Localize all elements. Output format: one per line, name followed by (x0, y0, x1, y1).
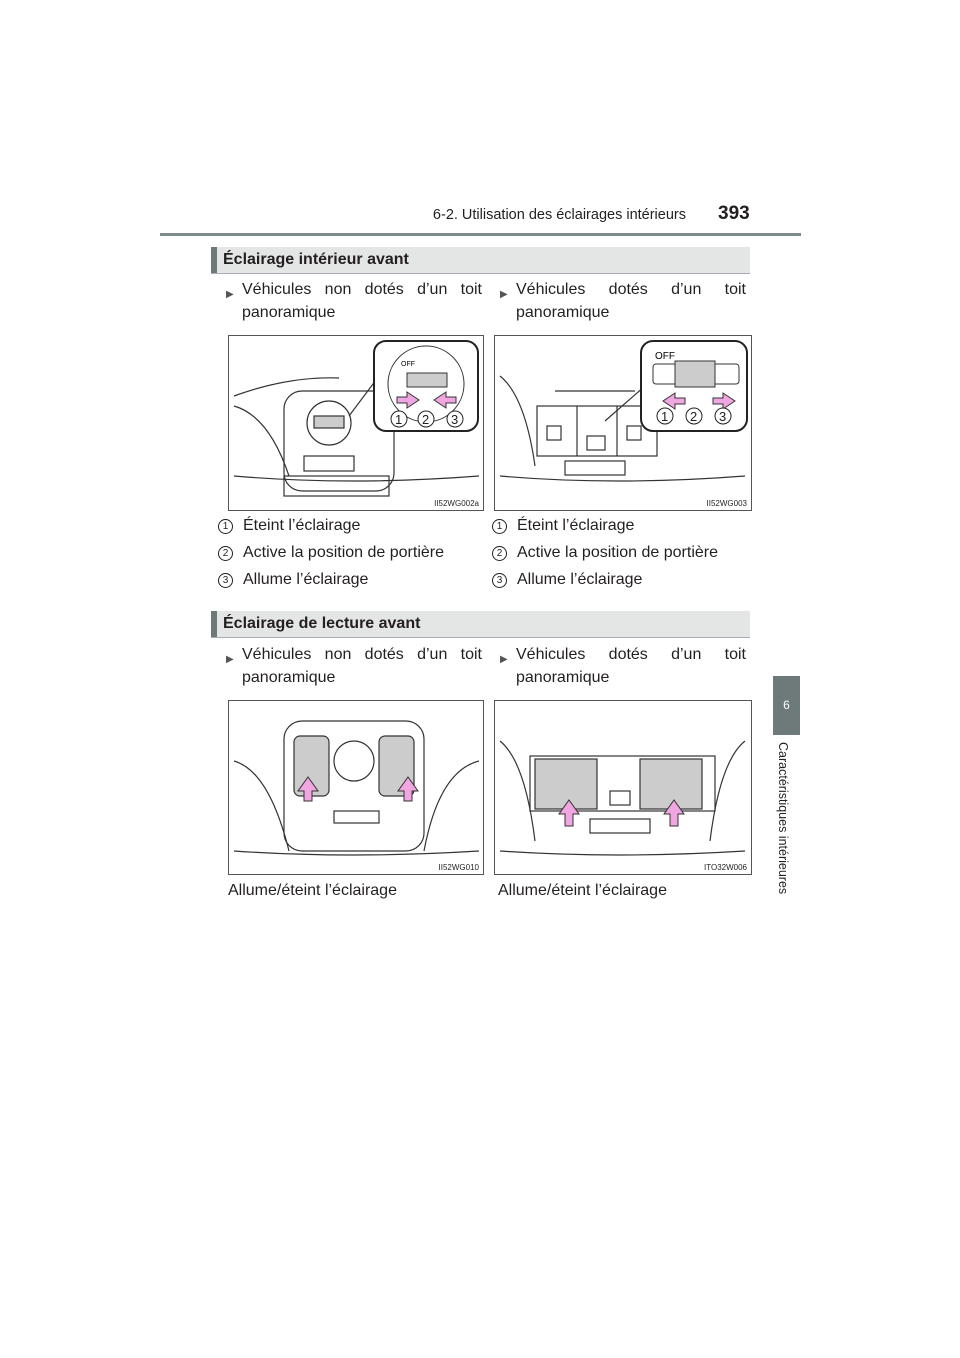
illustration-reading-light: II52WG010 (228, 700, 484, 875)
console-drawing (499, 740, 746, 856)
triangle-bullet-icon: ▶ (226, 289, 234, 300)
section-heading: Éclairage de lecture avant (211, 611, 750, 638)
svg-text:OFF: OFF (655, 351, 675, 362)
page-number: 393 (718, 203, 750, 224)
illustration-dome-light-switch: OFF 1 2 3 II52WG002a (228, 335, 484, 511)
triangle-bullet-icon: ▶ (500, 654, 508, 665)
console-drawing: OFF 1 2 3 (499, 340, 748, 482)
image-code: II52WG010 (438, 863, 479, 872)
triangle-bullet-icon: ▶ (500, 289, 508, 300)
caption-left: Allume/éteint l’éclairage (228, 882, 397, 899)
svg-text:2: 2 (422, 412, 429, 427)
svg-text:3: 3 (451, 412, 458, 427)
svg-text:3: 3 (719, 409, 726, 424)
svg-text:1: 1 (661, 409, 668, 424)
section-heading: Éclairage intérieur avant (211, 247, 750, 274)
chapter-label: Caractéristiques intérieures (776, 742, 790, 895)
image-code: II52WG002a (434, 499, 479, 508)
svg-text:1: 1 (395, 412, 402, 427)
bullet-left: ▶Véhicules non dotés d’un toit panoramiq… (226, 646, 482, 686)
illustration-dome-light-switch-panoramic: OFF 1 2 3 II52WG003 (494, 335, 752, 511)
console-drawing: OFF 1 2 3 (233, 340, 480, 497)
bullet-left: ▶Véhicules non dotés d’un toit panoramiq… (226, 281, 482, 321)
header-rule (160, 233, 801, 236)
svg-text:OFF: OFF (401, 361, 415, 368)
caption-right: Allume/éteint l’éclairage (498, 882, 667, 899)
console-drawing (233, 720, 480, 856)
image-code: II52WG003 (706, 499, 747, 508)
image-code: ITO32W006 (704, 863, 747, 872)
triangle-bullet-icon: ▶ (226, 654, 234, 665)
chapter-tab: 6 (773, 676, 800, 735)
bullet-right: ▶Véhicules dotés d’un toit panoramique (500, 281, 746, 321)
svg-text:2: 2 (690, 409, 697, 424)
header-section-title: 6-2. Utilisation des éclairages intérieu… (432, 207, 686, 223)
illustration-reading-light-panoramic: ITO32W006 (494, 700, 752, 875)
bullet-right: ▶Véhicules dotés d’un toit panoramique (500, 646, 746, 686)
